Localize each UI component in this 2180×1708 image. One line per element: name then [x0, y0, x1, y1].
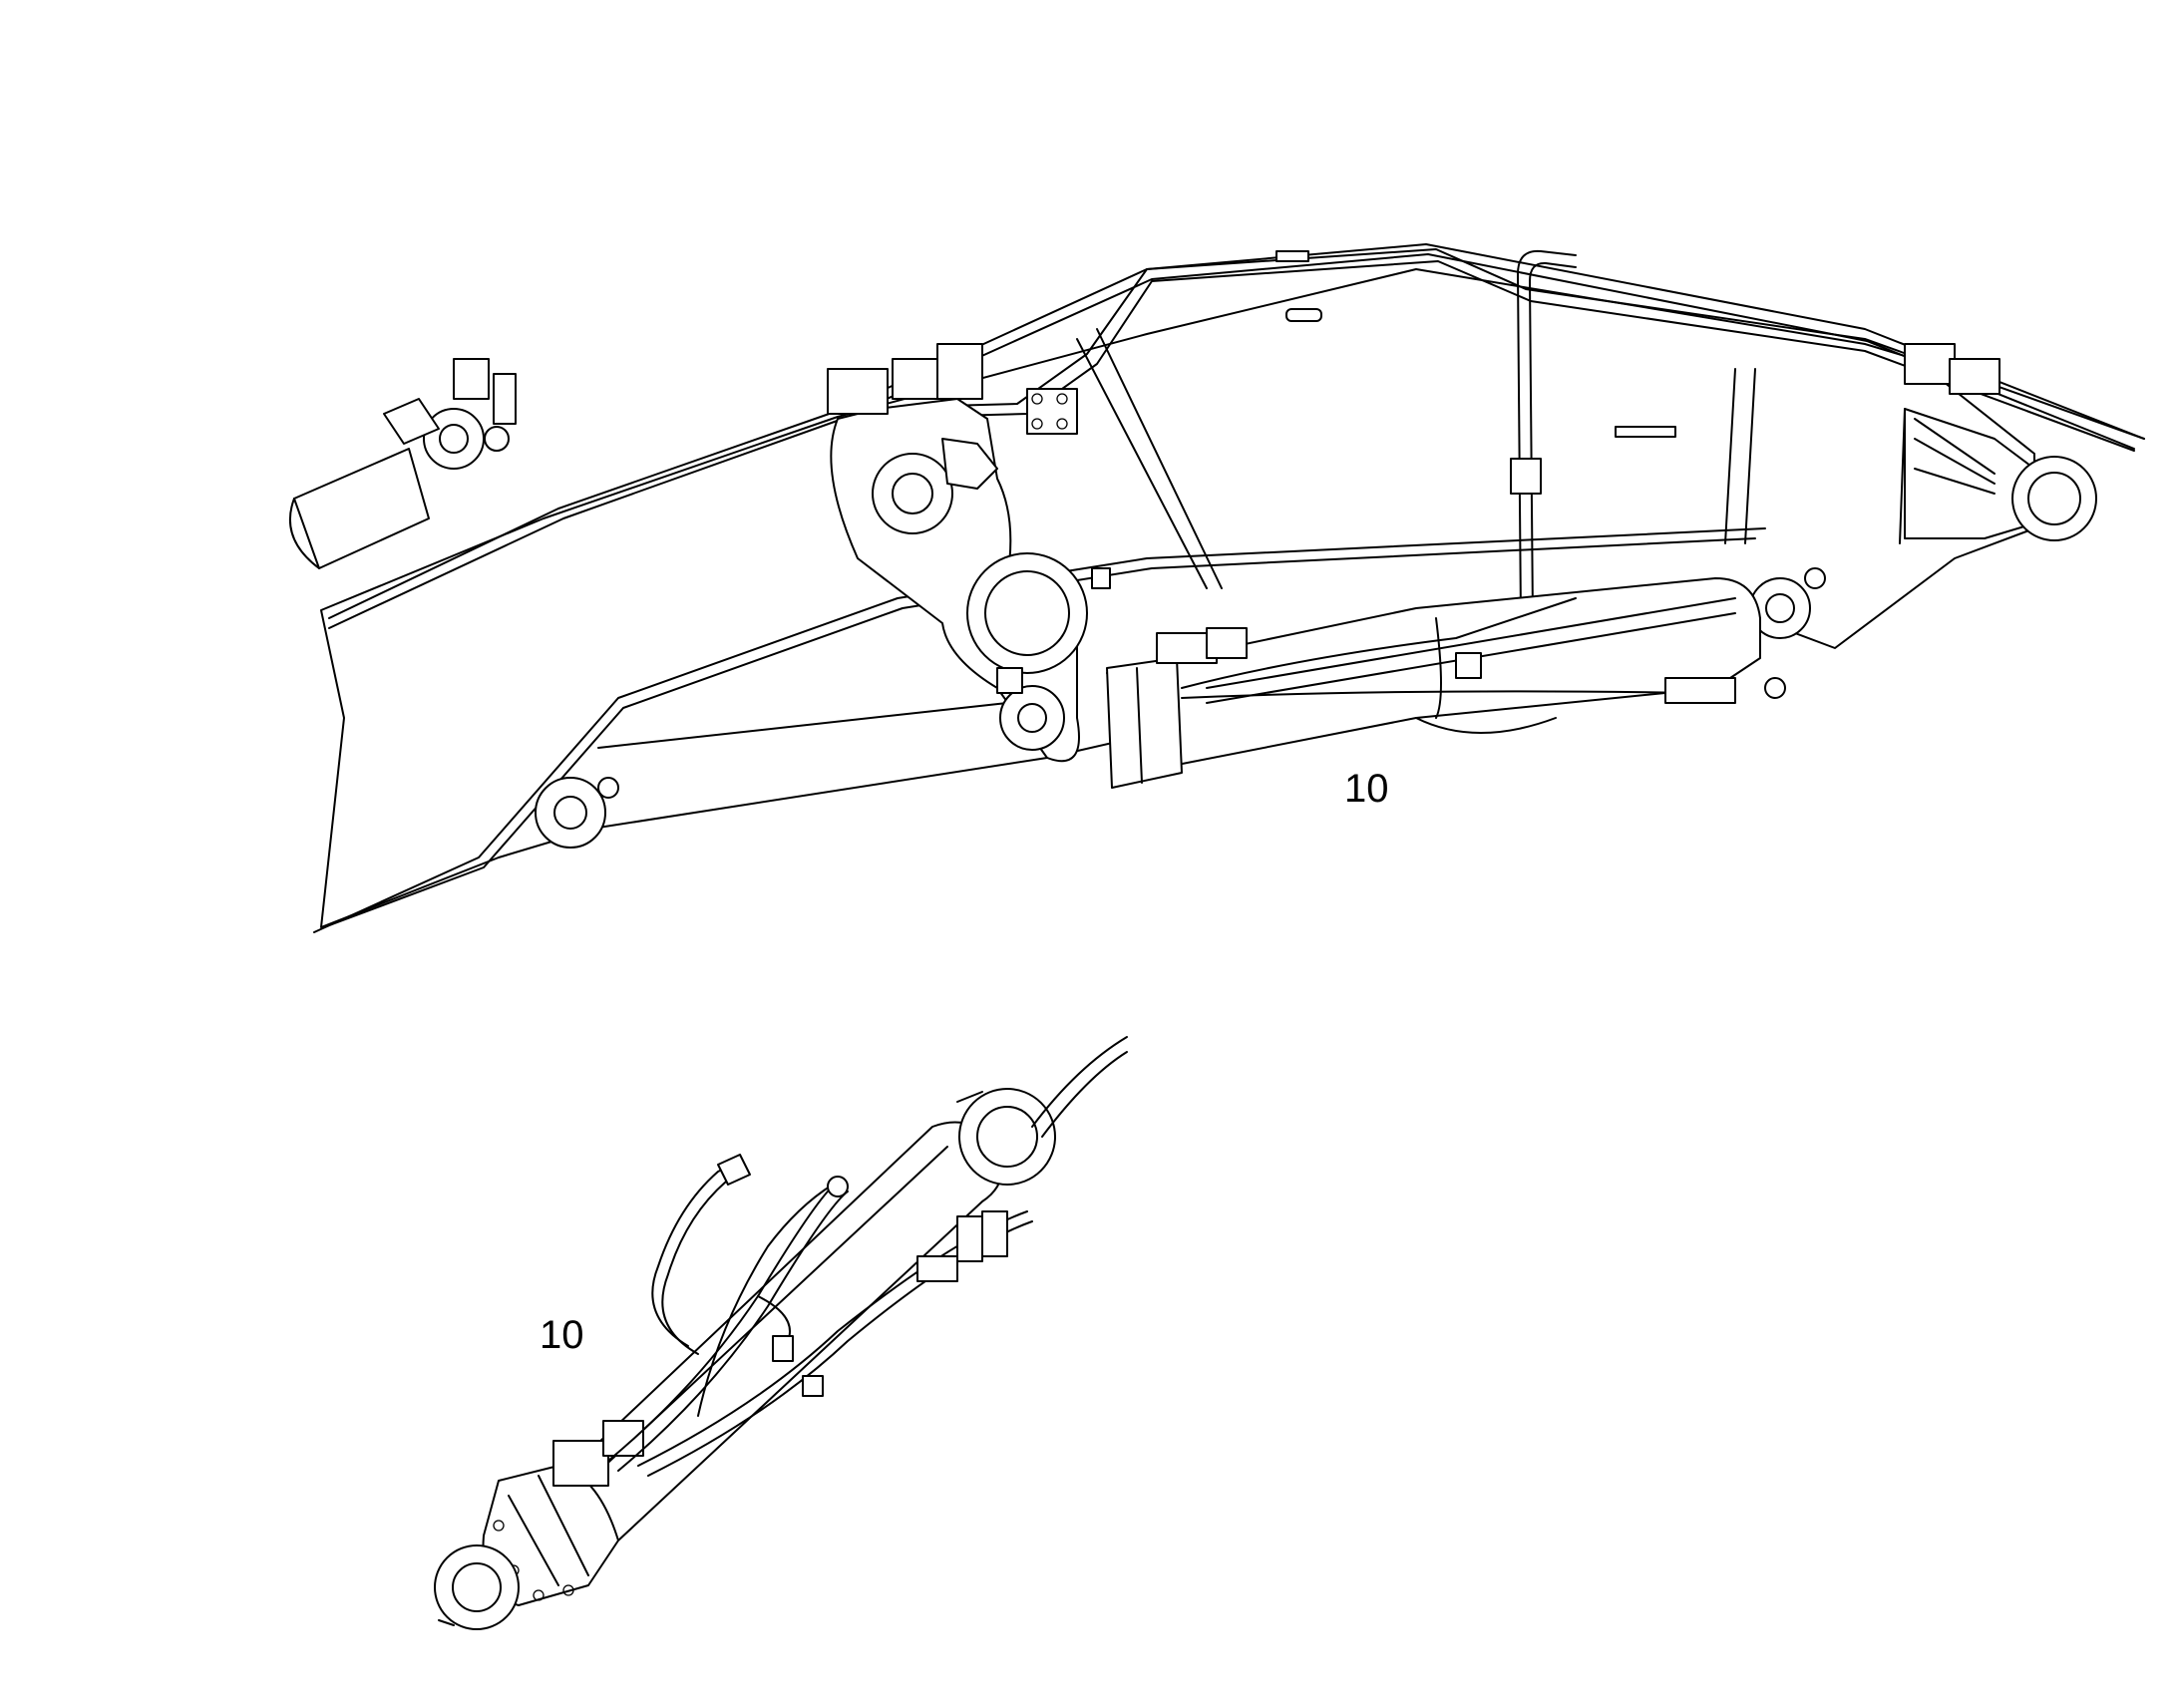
callout-boom-cylinder-detail: 10 — [540, 1313, 584, 1357]
callout-boom-cylinder-installed: 10 — [1344, 767, 1389, 811]
boom-cylinder-installed-drawing — [1106, 577, 1786, 789]
hydraulic-cylinder-detail: 10 — [434, 1036, 1128, 1630]
boom-assembly: 10 — [288, 243, 2145, 933]
cylinder-barrel — [557, 1121, 1003, 1541]
